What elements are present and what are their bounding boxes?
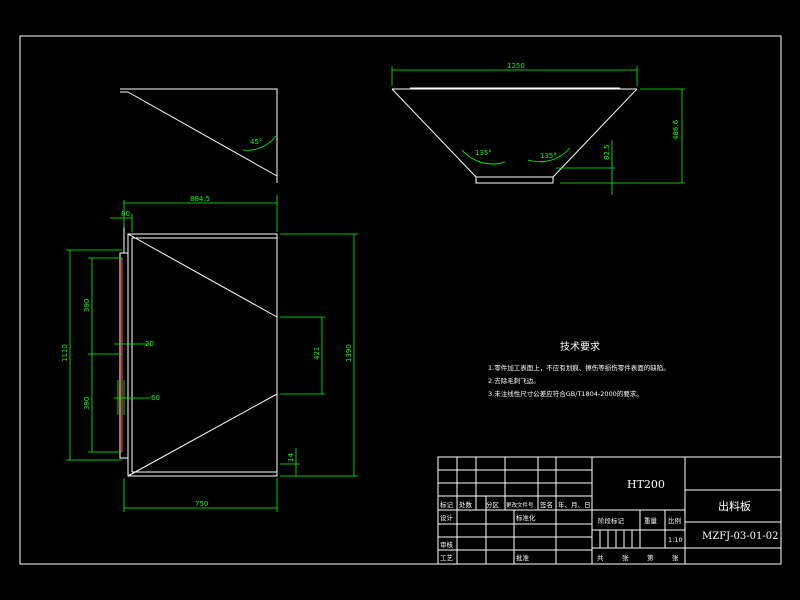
note-3: 3.未注线性尺寸公差应符合GB/T1804-2000的要求。 — [488, 389, 643, 398]
part-name-label: 出料板 — [718, 499, 751, 513]
scale-value: 1:10 — [668, 536, 683, 544]
plan-outlet-label: 421 — [313, 347, 321, 360]
angle-side-label: 45° — [250, 138, 262, 146]
notes-heading: 技术要求 — [560, 340, 600, 353]
note-1: 1.零件加工表面上，不应有划痕、擦伤等损伤零件表面的缺陷。 — [488, 363, 670, 372]
col-date: 年、月、日 — [558, 500, 591, 509]
technical-notes: 技术要求 1.零件加工表面上，不应有划痕、擦伤等损伤零件表面的缺陷。 2.去除毛… — [488, 340, 670, 398]
plan-height-label: 1390 — [345, 344, 353, 362]
plan-mid-label: 20 — [145, 340, 154, 348]
material-label: HT200 — [627, 478, 665, 491]
plan-view: 884.5 80 1390 421 1110 390 390 20 60 — [61, 195, 358, 512]
plan-gap-label: 60 — [151, 394, 160, 402]
plan-inner-label: 1110 — [61, 344, 69, 362]
col-fenqu: 分区 — [486, 500, 500, 509]
plan-flange-label: 80 — [121, 210, 130, 218]
note-2: 2.去除毛刺飞边。 — [488, 376, 540, 385]
drawing-frame — [19, 35, 782, 565]
angle-right-label: 135° — [540, 152, 557, 160]
col-biaoji: 标记 — [440, 500, 454, 509]
row-shenhe: 审核 — [440, 540, 454, 549]
row-biaozhunhua: 标准化 — [516, 513, 536, 522]
weight-label: 重量 — [644, 517, 658, 525]
plan-small-label: 14 — [287, 453, 295, 462]
plan-bottom-width-label: 750 — [195, 500, 208, 508]
row-gongyi: 工艺 — [440, 554, 454, 562]
scale-label: 比例 — [668, 516, 681, 525]
side-height-label: 486.6 — [672, 119, 680, 140]
plan-seg1-label: 390 — [83, 299, 91, 312]
title-block: HT200 出料板 MZFJ-03-01-02 标记 处数 分区 更改文件号 签… — [437, 456, 782, 565]
sheets-zhang-1: 张 — [622, 553, 629, 562]
col-gengai: 更改文件号 — [506, 501, 534, 509]
drawing-number-label: MZFJ-03-01-02 — [702, 531, 778, 542]
top-width-label: 1250 — [507, 62, 525, 70]
row-sheji: 设计 — [440, 513, 454, 522]
front-view: 1250 486.6 82.5 135° 135° — [391, 62, 685, 195]
sheets-zhang-2: 张 — [672, 553, 679, 562]
plan-width-label: 884.5 — [190, 195, 210, 203]
col-chushu: 处数 — [459, 500, 473, 509]
plan-seg2-label: 390 — [83, 397, 91, 410]
small-height-label: 82.5 — [603, 144, 611, 160]
col-qianming: 签名 — [540, 500, 553, 509]
angle-left-label: 135° — [475, 149, 492, 157]
sheets-di: 第 — [647, 553, 654, 562]
stage-label: 阶段标记 — [598, 516, 625, 525]
side-view: 45° — [120, 88, 278, 183]
sheets-gong: 共 — [597, 553, 604, 562]
row-pizhun: 批准 — [516, 553, 530, 562]
